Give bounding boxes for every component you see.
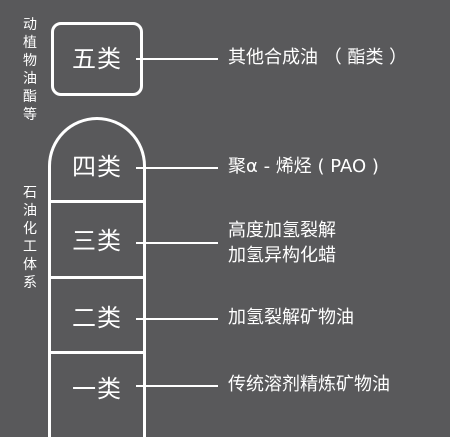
class-three-description-line1: 高度加氢裂解 — [228, 220, 336, 241]
side-label-petrochemical: 石油化工体系 — [23, 185, 37, 291]
connector-line — [136, 58, 218, 60]
column-divider — [48, 351, 146, 354]
connector-line — [136, 242, 218, 244]
class-three-description-line2: 加氢异构化蜡 — [228, 245, 336, 266]
class-four-label: 四类 — [72, 153, 122, 181]
class-one-label: 一类 — [72, 375, 122, 403]
connector-line — [136, 385, 218, 387]
connector-line — [136, 318, 218, 320]
column-divider — [48, 200, 146, 203]
class-four-description: 聚α - 烯烃 ( PAO ) — [228, 156, 379, 177]
side-label-synthetic: 动植物油酯等 — [23, 17, 37, 123]
class-two-label: 二类 — [72, 304, 122, 332]
column-divider — [48, 276, 146, 279]
class-one-description: 传统溶剂精炼矿物油 — [228, 374, 390, 395]
class-two-description: 加氢裂解矿物油 — [228, 307, 354, 328]
connector-line — [136, 167, 218, 169]
class-five-description: 其他合成油 （ 酯类 ） — [228, 47, 408, 68]
class-five-label: 五类 — [72, 45, 122, 73]
class-three-label: 三类 — [72, 227, 122, 255]
